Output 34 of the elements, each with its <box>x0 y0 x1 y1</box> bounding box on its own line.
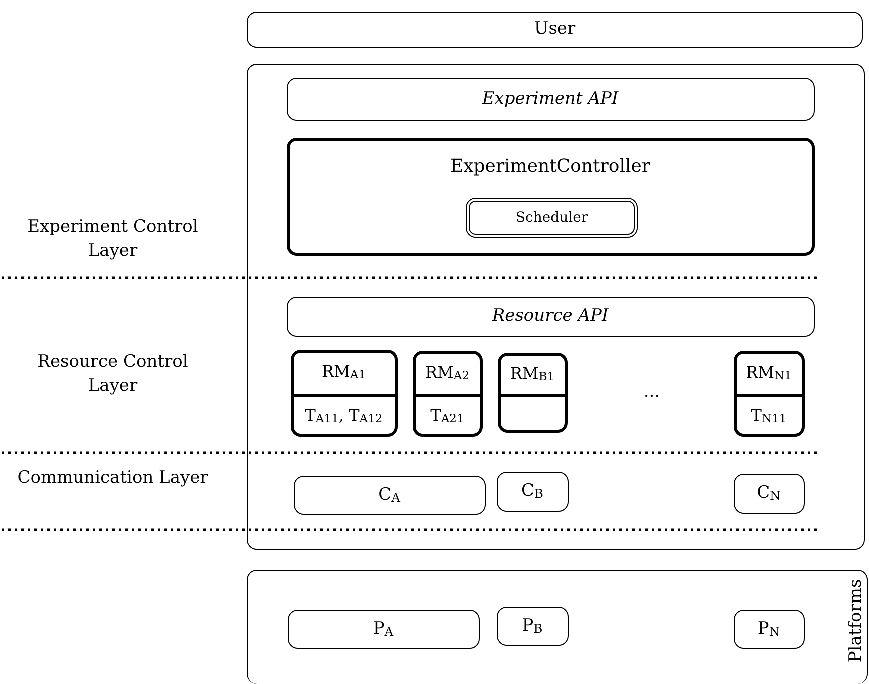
ellipsis: ... <box>642 381 662 404</box>
api-box <box>286 78 814 120</box>
node-text: T$_{A11}$, T$_{A12}$ <box>304 404 384 428</box>
node-text: Experiment API <box>481 88 620 110</box>
node-text: RM$_{A1}$ <box>320 360 368 384</box>
node-text: Resource API <box>491 304 610 328</box>
rounded-box <box>288 610 480 648</box>
node-text: T$_{N11}$ <box>750 404 788 428</box>
controller-box <box>286 138 814 256</box>
resource-manager-box <box>498 352 568 432</box>
resource-manager-box <box>734 350 804 436</box>
resource-manager-box <box>290 350 398 436</box>
node-text: Platforms <box>845 578 867 665</box>
node-text: RM$_{B1}$ <box>509 362 556 386</box>
node-text: User <box>533 18 577 41</box>
node-text: T$_{A21}$ <box>430 404 466 428</box>
platforms-box <box>247 570 868 684</box>
rounded-box <box>496 472 568 512</box>
scheduler-box <box>466 198 638 238</box>
node-text: Scheduler <box>514 209 590 228</box>
layer-label: Experiment Control Layer <box>26 216 200 263</box>
frame-box <box>247 64 865 550</box>
rounded-box <box>734 474 804 514</box>
rounded-box <box>247 12 863 48</box>
resource-manager-box <box>412 350 482 436</box>
node-text: ExperimentController <box>449 154 652 178</box>
node-text: RM$_{A2}$ <box>424 362 471 384</box>
rounded-box <box>496 606 568 646</box>
api-box <box>286 296 814 336</box>
rounded-box <box>294 476 486 514</box>
rounded-box <box>734 610 804 648</box>
layer-label: Communication Layer <box>16 467 210 490</box>
layer-label: Resource Control Layer <box>36 351 190 398</box>
node-text: RM$_{N1}$ <box>745 362 793 384</box>
